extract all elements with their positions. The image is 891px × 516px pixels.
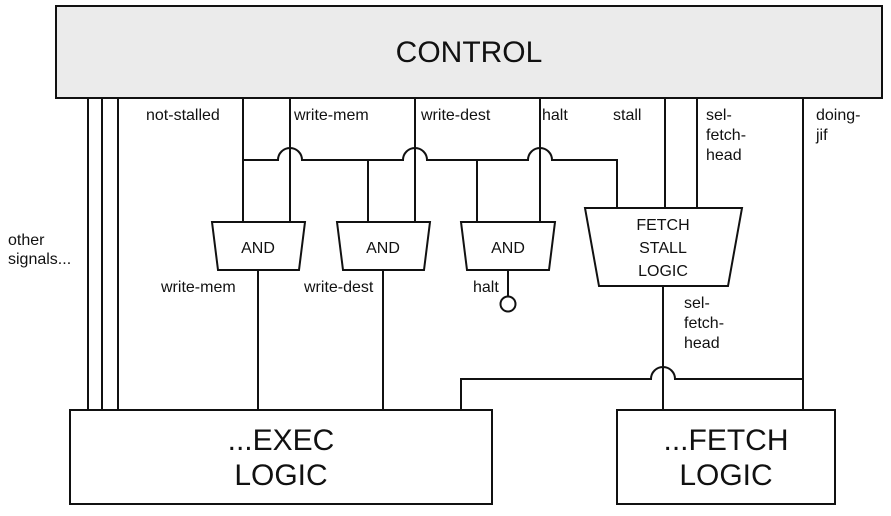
write-mem-label: write-mem bbox=[293, 107, 369, 124]
control-label: CONTROL bbox=[396, 36, 543, 69]
sel-fetch-head-label-line1: sel- bbox=[706, 107, 732, 124]
not-stalled-bus bbox=[243, 147, 618, 208]
and-gate-3-label: AND bbox=[491, 240, 525, 257]
fetch-logic-label-line1: ...FETCH bbox=[664, 424, 789, 457]
fetch-logic-block bbox=[616, 409, 836, 505]
exec-logic-block bbox=[69, 409, 493, 505]
fetch-stall-label-line2: STALL bbox=[639, 240, 687, 257]
doing-jif-to-exec-wire bbox=[460, 366, 803, 410]
sel-fetch-head-label-line3: head bbox=[706, 147, 742, 164]
write-dest-label: write-dest bbox=[420, 107, 491, 124]
halt-output-label: halt bbox=[473, 279, 499, 296]
fetch-stall-label-line1: FETCH bbox=[636, 217, 689, 234]
other-signals-label-line1: other bbox=[8, 232, 45, 249]
sel-fetch-head-label-line2: fetch- bbox=[706, 127, 746, 144]
sel-fetch-head-output-label-line3: head bbox=[684, 335, 720, 352]
exec-logic-label-line1: ...EXEC bbox=[228, 424, 335, 457]
stall-label: stall bbox=[613, 107, 641, 124]
and-gate-1-label: AND bbox=[241, 240, 275, 257]
doing-jif-label-line2: jif bbox=[815, 127, 828, 144]
fetch-stall-logic-block bbox=[583, 207, 744, 287]
and-gate-2 bbox=[335, 221, 432, 271]
other-signals-label-line2: signals... bbox=[8, 251, 71, 268]
sel-fetch-head-output-label-line2: fetch- bbox=[684, 315, 724, 332]
write-mem-output-label: write-mem bbox=[160, 279, 236, 296]
control-block bbox=[55, 5, 883, 99]
not-stalled-label: not-stalled bbox=[146, 107, 220, 124]
sel-fetch-head-output-label-line1: sel- bbox=[684, 295, 710, 312]
halt-label: halt bbox=[542, 107, 568, 124]
halt-terminal-circle bbox=[499, 295, 517, 313]
write-dest-output-label: write-dest bbox=[303, 279, 374, 296]
fetch-logic-label-line2: LOGIC bbox=[679, 459, 772, 492]
and-gate-1 bbox=[210, 221, 307, 271]
and-gate-2-label: AND bbox=[366, 240, 400, 257]
and-gate-3 bbox=[459, 221, 557, 271]
fetch-stall-label-line3: LOGIC bbox=[638, 263, 688, 280]
doing-jif-label-line1: doing- bbox=[816, 107, 860, 124]
exec-logic-label-line2: LOGIC bbox=[234, 459, 327, 492]
